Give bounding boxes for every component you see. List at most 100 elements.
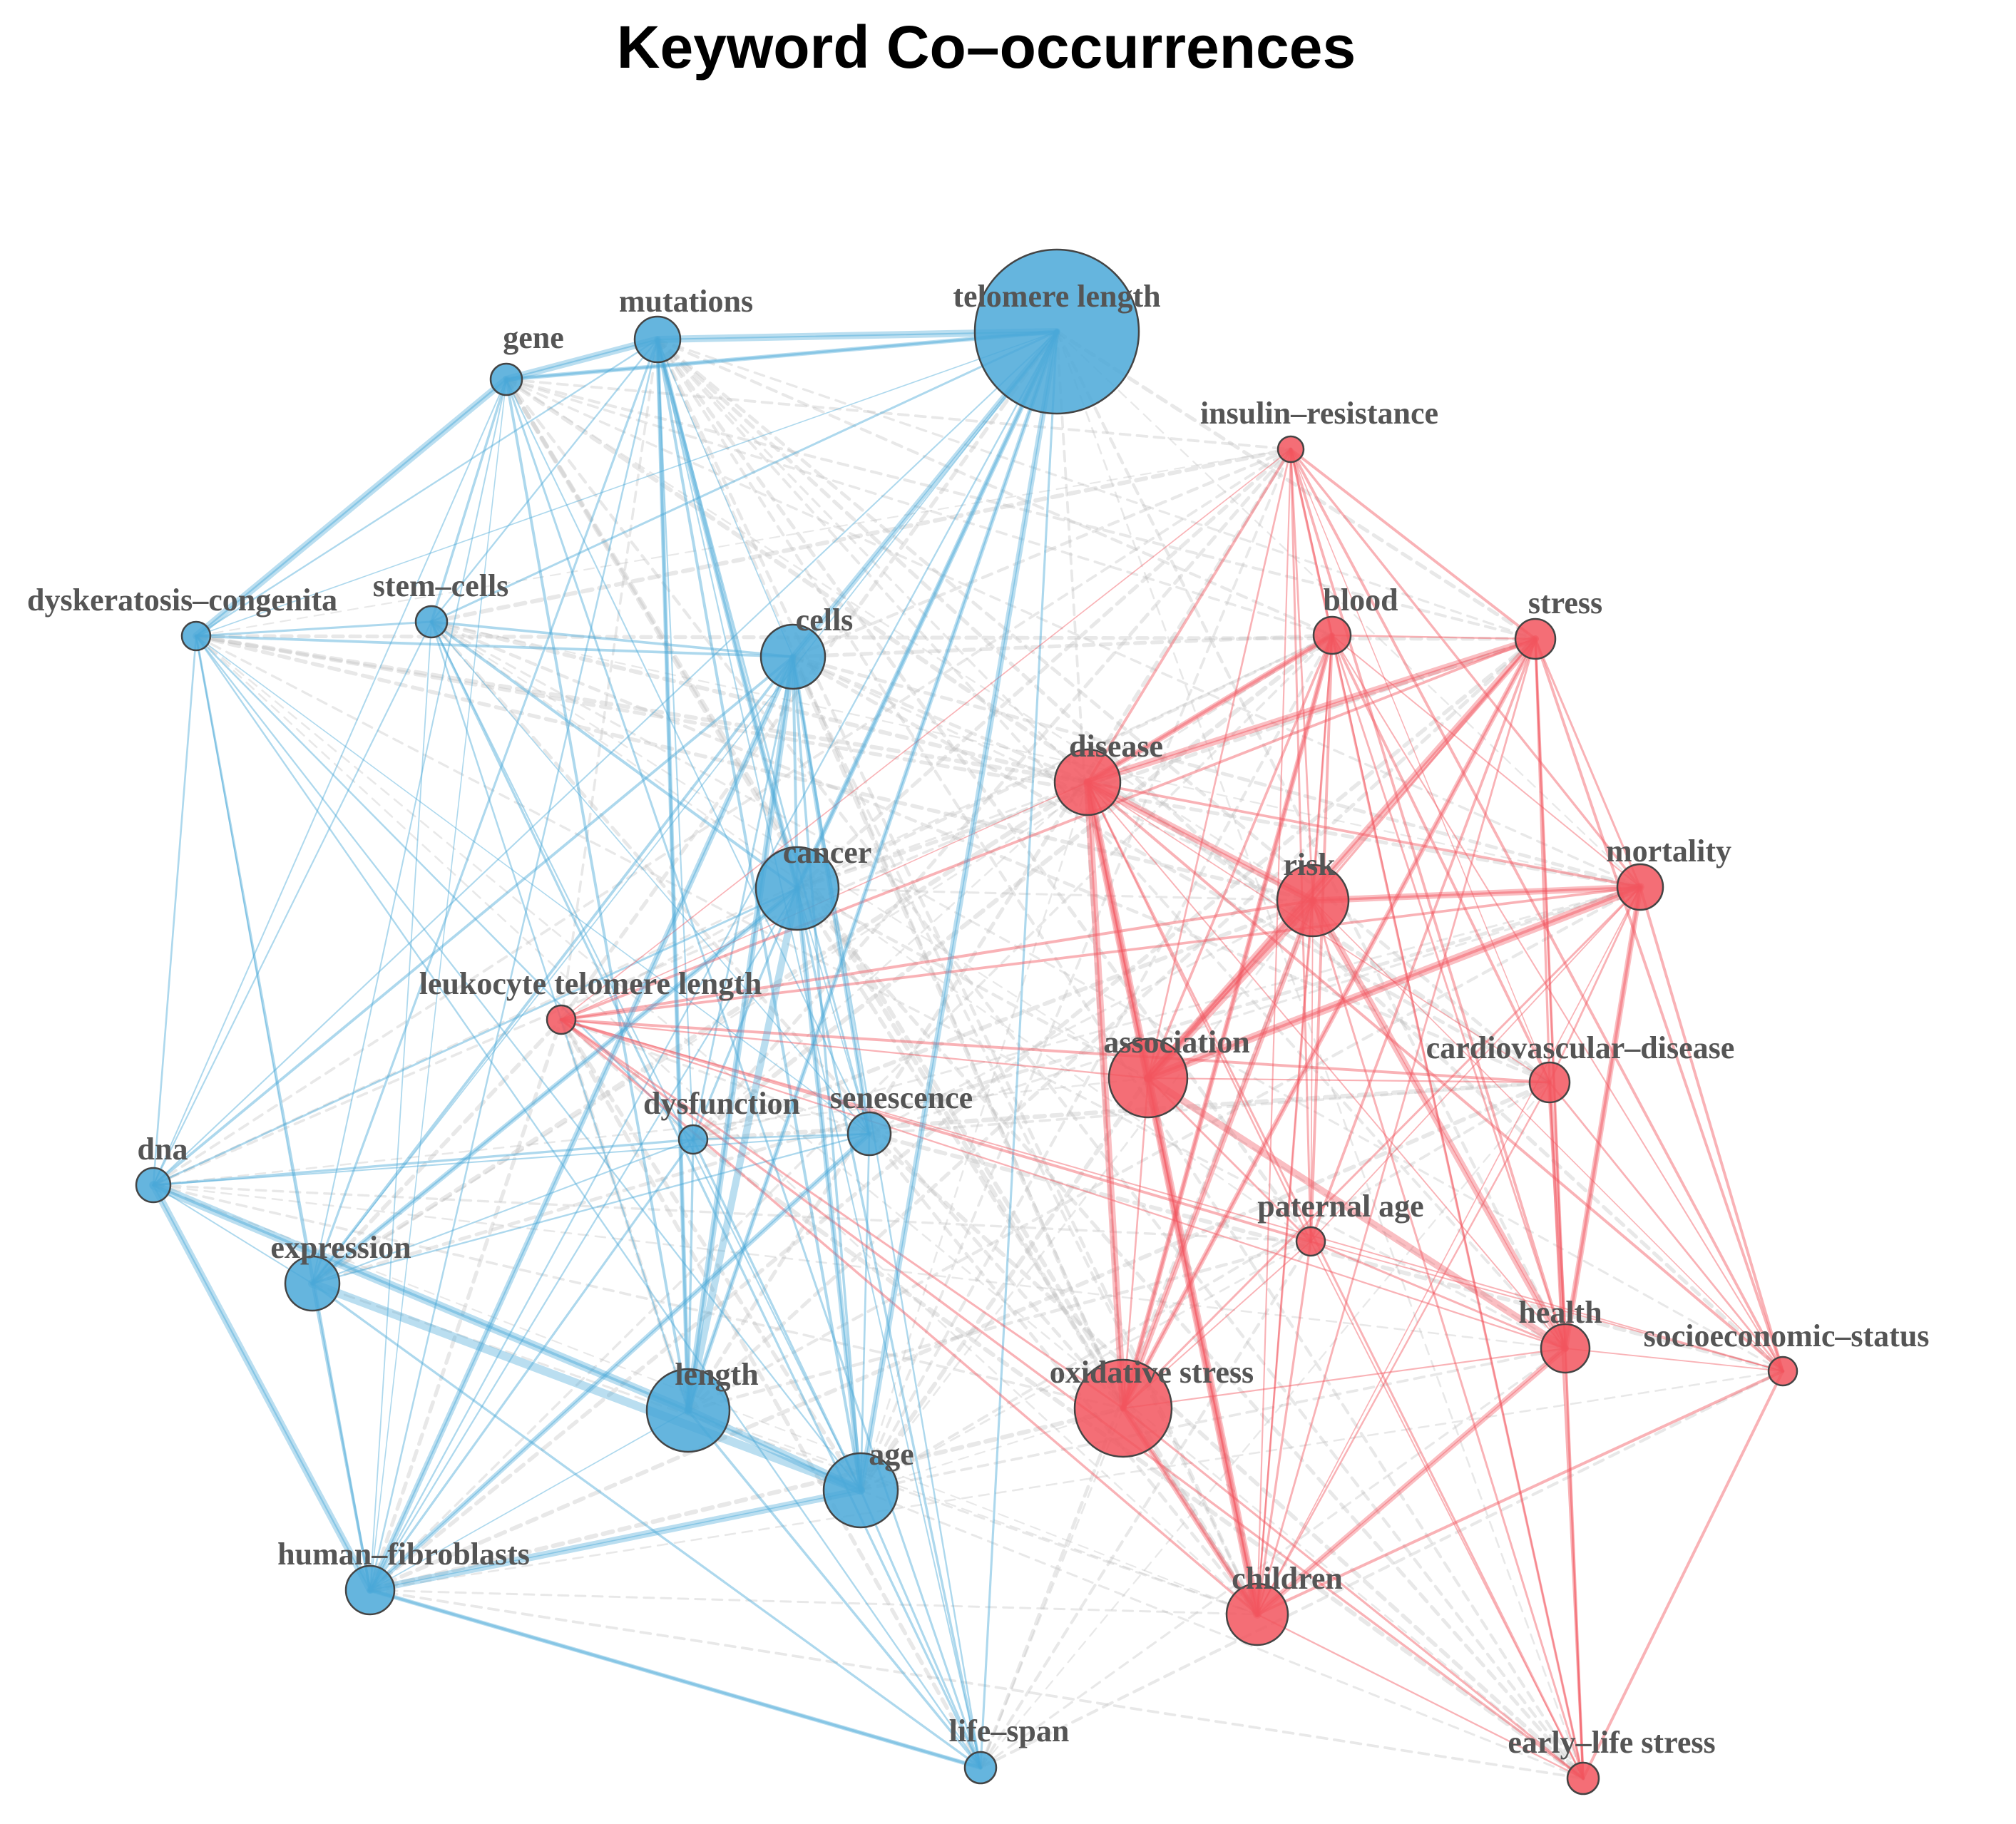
cluster1-edge-strong: [367, 1487, 864, 1594]
between-edge: [795, 447, 1293, 891]
cluster1-edge: [796, 887, 982, 1769]
cluster2-edge: [561, 449, 1291, 1020]
cluster1-edge: [369, 379, 507, 1591]
between-edge: [796, 887, 1314, 902]
cluster1-edge: [979, 330, 1058, 1769]
cluster2-edge: [1311, 634, 1334, 902]
cluster1-edge: [195, 331, 1058, 637]
cluster1-edge: [505, 378, 982, 1769]
node-early-life-stress: [1566, 1761, 1600, 1795]
between-edge: [194, 634, 1090, 784]
between-edge: [368, 1018, 563, 1592]
between-edge: [368, 637, 1537, 1592]
between-edge: [691, 898, 1315, 1142]
node-association: [1107, 1037, 1189, 1119]
cluster1-edge: [369, 621, 432, 1591]
between-edge: [311, 634, 1334, 1285]
node-label-insulin-resistance: insulin–resistance: [1200, 396, 1438, 431]
between-edge: [686, 885, 1642, 1413]
cluster2-edge: [1289, 448, 1314, 902]
between-edge: [1055, 330, 1642, 888]
cluster2-edge: [1122, 1407, 1585, 1780]
cluster1-edge: [687, 330, 1058, 1412]
cluster2-edge: [1312, 900, 1784, 1372]
cluster1-edge-strong: [503, 336, 661, 383]
node-label-age: age: [869, 1437, 914, 1472]
between-edge: [656, 338, 1567, 1350]
cluster2-edge: [1289, 448, 1537, 640]
node-stress: [1514, 618, 1557, 660]
cluster2-edge: [1289, 448, 1642, 888]
cluster2-edge: [1311, 886, 1642, 902]
between-edge: [430, 620, 1567, 1350]
cluster2-edge: [560, 1018, 1567, 1350]
cluster1-edge: [692, 655, 794, 1141]
between-edge: [1055, 329, 1567, 1351]
cluster1-edge: [311, 378, 508, 1285]
cluster2-edge: [1639, 886, 1784, 1373]
cluster2-edge-strong: [1084, 779, 1127, 1412]
node-cells: [759, 623, 827, 690]
between-edge: [691, 447, 1293, 1142]
cluster2-edge: [1310, 1241, 1784, 1372]
node-label-association: association: [1103, 1025, 1249, 1060]
cluster1-edge: [687, 1138, 695, 1412]
between-edge: [692, 886, 1642, 1141]
cluster2-edge: [1534, 637, 1551, 1084]
cluster1-edge: [655, 337, 863, 1492]
cluster2-edge-strong: [1562, 884, 1643, 1351]
node-layer: [135, 248, 1798, 1795]
between-edge: [195, 448, 1292, 637]
cluster2-edge: [1256, 1240, 1312, 1616]
between-edge: [690, 632, 1335, 1142]
cluster1-edge: [152, 1184, 372, 1592]
cluster1-edge: [195, 635, 982, 1769]
node-dysfunction: [677, 1124, 709, 1155]
cluster1-edge-strong: [686, 329, 1059, 1413]
cluster1-edge: [311, 1132, 871, 1285]
cluster2-edge: [1146, 885, 1642, 1080]
cluster2-edge: [1309, 634, 1334, 1243]
cluster2-edge: [1548, 1081, 1585, 1780]
node-label-leukocyte-telomere-length: leukocyte telomere length: [419, 966, 762, 1001]
cluster1-edge: [859, 1489, 982, 1769]
between-edge: [195, 635, 1585, 1780]
cluster1-edge: [692, 1132, 871, 1141]
between-edge: [791, 655, 1090, 784]
node-socioeconomic-status: [1767, 1356, 1798, 1387]
cluster2-edge: [1086, 781, 1642, 888]
between-edge: [655, 337, 1785, 1373]
cluster1-edge: [860, 331, 1058, 1491]
cluster1-edge: [369, 655, 794, 1592]
cluster2-edge: [1086, 781, 1125, 1410]
cluster2-edge: [1289, 448, 1334, 637]
between-edge: [792, 655, 1259, 1616]
cluster1-edge: [369, 1410, 689, 1591]
cluster1-edge: [859, 1132, 871, 1492]
cluster1-edge-strong: [367, 654, 796, 1593]
cluster1-edge: [195, 635, 862, 1492]
cluster2-edge-strong: [1309, 897, 1569, 1352]
between-edge: [559, 1018, 863, 1492]
between-edge: [656, 338, 1125, 1410]
cluster2-edge: [1581, 1369, 1785, 1781]
cluster2-edge: [1331, 634, 1585, 1780]
cluster2-edge: [1087, 782, 1258, 1615]
cluster1-edge: [369, 330, 1058, 1592]
cluster2-edge: [560, 886, 1642, 1021]
between-edge: [560, 1018, 871, 1135]
cluster1-edge: [311, 655, 794, 1285]
cluster1-edge: [687, 1409, 982, 1769]
cluster1-edge-strong: [794, 886, 864, 1493]
cluster2-edge: [560, 637, 1537, 1021]
between-edge: [309, 779, 1090, 1286]
node-human-fibroblasts: [344, 1564, 396, 1616]
cluster1-edge: [692, 1138, 862, 1492]
between-edge: [367, 1405, 1126, 1593]
between-edge: [152, 634, 1334, 1187]
between-edge: [692, 781, 1089, 1141]
cluster1-edge: [311, 887, 799, 1285]
cluster1-edge: [431, 621, 870, 1134]
cluster1-edge: [430, 620, 794, 658]
cluster2-edge: [1310, 886, 1641, 1242]
